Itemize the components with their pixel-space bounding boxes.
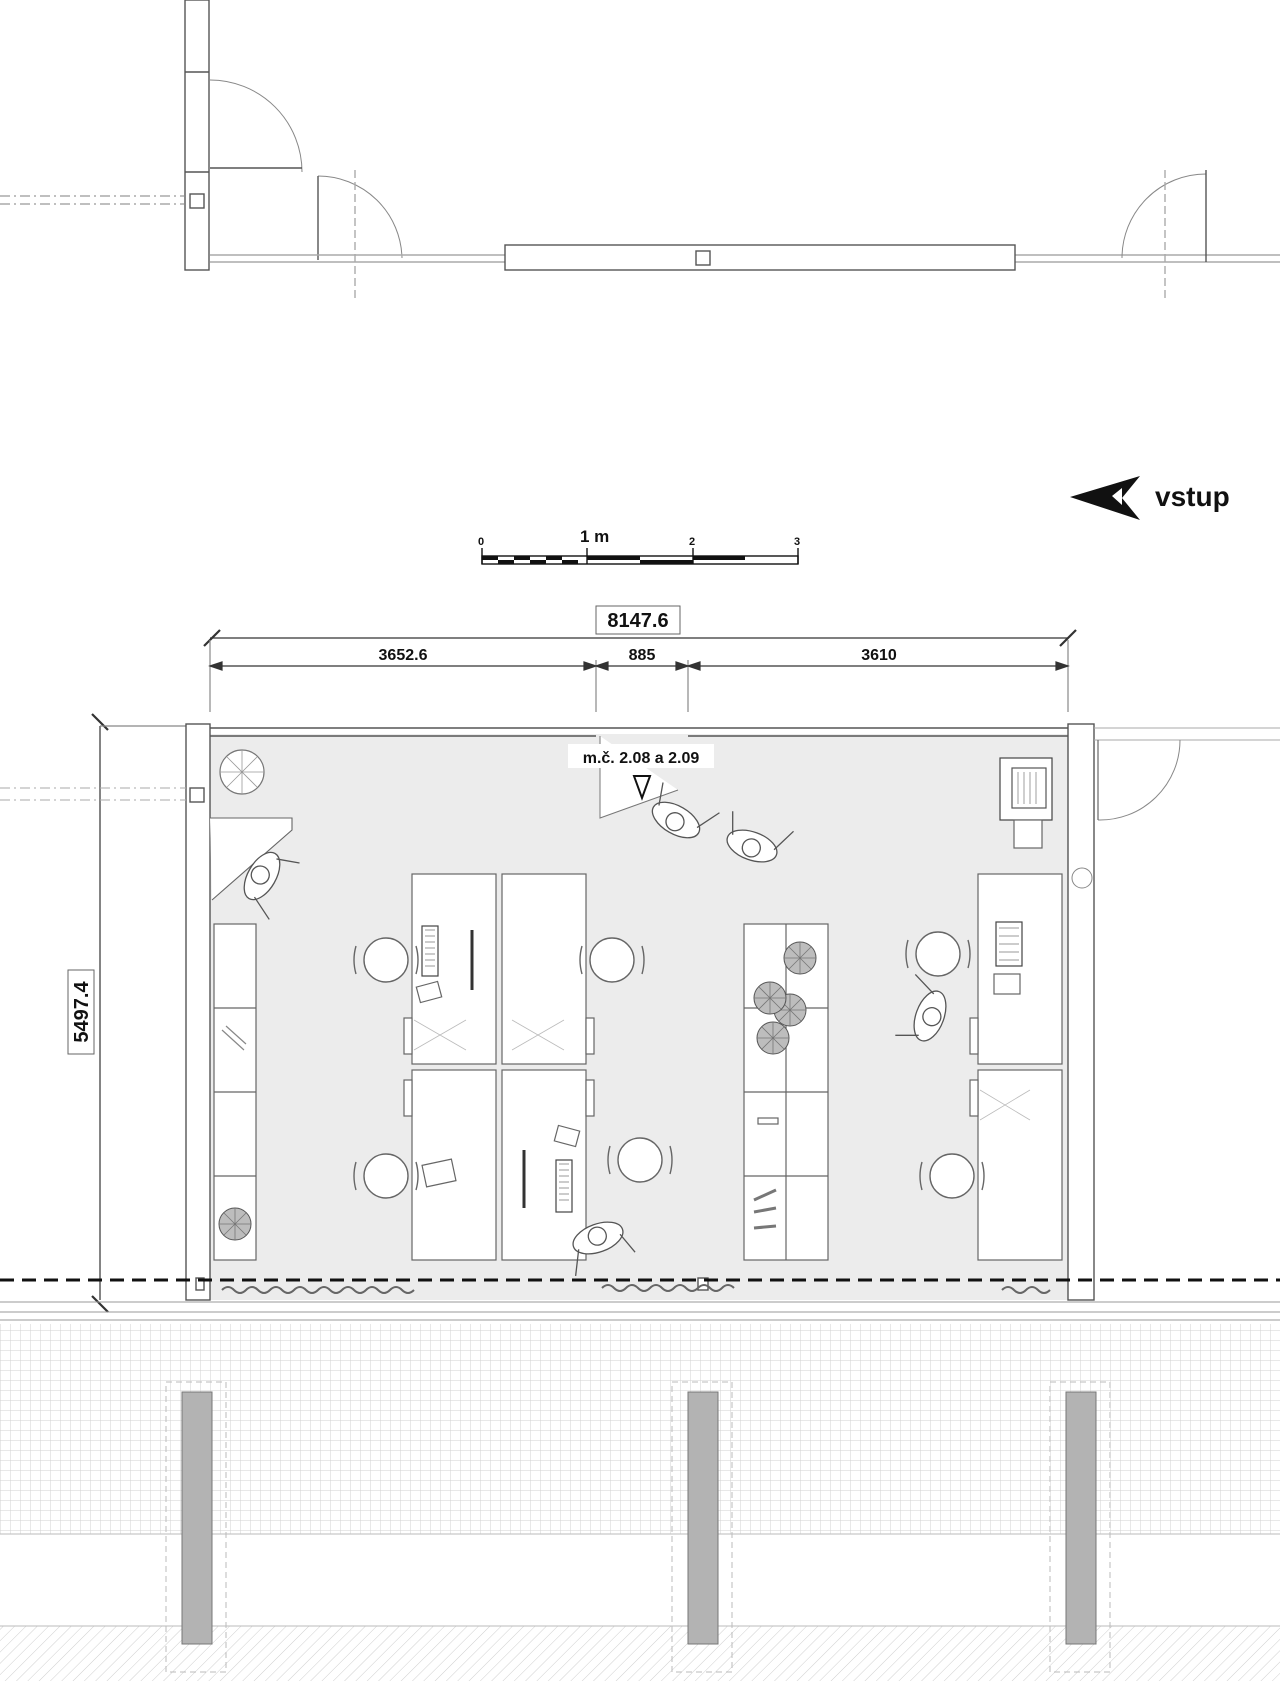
scale-tick-3: 3 [794,536,800,548]
dimension-door: 885 [629,647,656,664]
room-marker-icon [632,775,652,801]
desk [501,873,587,1065]
entrance-label: vstup [1155,481,1230,512]
keyboard-icon [555,1159,573,1213]
desk [977,873,1063,1065]
scale-bar: 0 1 m 2 3 [478,527,800,565]
facade [0,1278,1280,1681]
pillar [1065,1391,1097,1645]
scale-tick-1: 1 m [580,527,609,546]
room [0,723,1280,1301]
plant-icon [756,1021,790,1055]
dimension-lines [91,629,1077,1313]
scale-tick-0: 0 [478,536,484,548]
pillar [181,1391,213,1645]
dimension-overall-width: 8147.6 [607,610,668,632]
room-label: m.č. 2.08 a 2.09 [583,750,700,767]
north-arrow-icon [1070,476,1140,520]
plant-icon [753,981,787,1015]
scale-tick-2: 2 [689,536,695,548]
dimension-overall-depth: 5497.4 [71,981,93,1043]
upper-corridor [0,0,1280,298]
plant-icon [218,1207,252,1241]
furniture [213,749,1063,1261]
dimension-left: 3652.6 [379,647,428,664]
entrance-marker: vstup [1070,476,1230,520]
dimension-right: 3610 [861,647,897,664]
desk [501,1069,587,1261]
keyboard-icon [421,925,439,977]
plant-icon [783,941,817,975]
pillar [687,1391,719,1645]
desk [977,1069,1063,1261]
